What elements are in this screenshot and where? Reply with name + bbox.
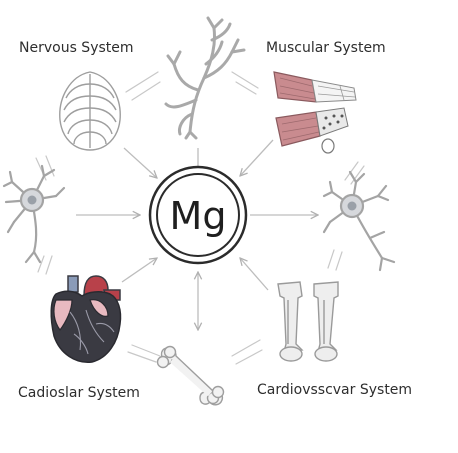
arrow-from-bottom-right: [240, 258, 269, 291]
right-neuron-icon: [322, 170, 396, 272]
label-nervous-system: Nervous System: [19, 40, 134, 56]
arrow-from-bottom-left: [121, 258, 157, 283]
leg-bones-icon: [277, 281, 339, 362]
motion-streaks: [35, 71, 365, 365]
tree-neuron-icon: [164, 16, 246, 140]
muscle-fibers-icon: [273, 71, 357, 154]
arrow-from-top-right: [240, 139, 274, 176]
arrow-from-top-left: [123, 147, 157, 178]
magnesium-center-node: Mg: [148, 165, 248, 265]
ribcage-icon: [59, 71, 121, 151]
bone-icon: [156, 345, 225, 406]
mg-symbol: Mg: [170, 194, 227, 238]
connector-arrows: [76, 139, 318, 330]
anatomical-heart-icon: [50, 275, 122, 363]
left-neuron-icon: [2, 164, 66, 264]
label-muscular-system: Muscular System: [266, 40, 386, 56]
label-cardiovsscvar-system: Cardiovsscvar System: [257, 382, 413, 398]
label-cadioslar-system: Cadioslar System: [18, 385, 140, 401]
